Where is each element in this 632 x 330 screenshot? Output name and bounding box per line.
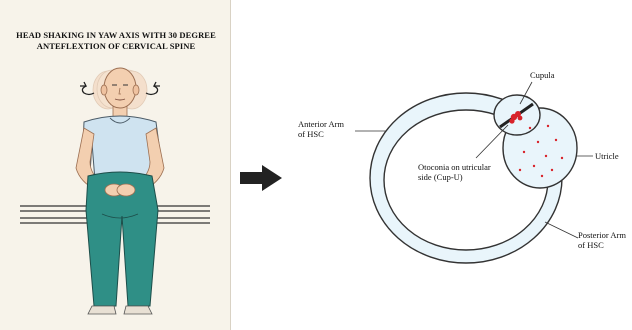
illustration-title: HEAD SHAKING IN YAW AXIS WITH 30 DEGREE … — [10, 30, 222, 52]
rotation-arrow-icon — [80, 81, 160, 96]
otoconia-leader — [475, 124, 509, 159]
label-utricle: Utricle — [595, 151, 619, 161]
label-cupula: Cupula — [530, 70, 555, 80]
left-shoe — [87, 305, 117, 315]
cupula-leader — [519, 81, 533, 105]
semicircular-canal-diagram — [355, 81, 593, 264]
posterior-arm-leader — [544, 221, 579, 239]
label-posterior-arm-line1: Posterior Arm — [578, 230, 626, 240]
label-anterior-arm-line1: Anterior Arm — [298, 119, 345, 129]
right-arrow-icon — [240, 165, 282, 191]
right-shoe — [123, 305, 153, 315]
otoconia-cluster — [509, 111, 523, 124]
title-line-1: HEAD SHAKING IN YAW AXIS WITH 30 DEGREE — [16, 30, 216, 40]
label-posterior-arm-line2: of HSC — [578, 240, 604, 250]
label-otoconia-line2: side (Cup-U) — [418, 172, 463, 182]
label-otoconia-line1: Otoconia on utricular — [418, 162, 491, 172]
utricle-otoconia — [518, 124, 564, 178]
label-anterior-arm-line2: of HSC — [298, 129, 324, 139]
title-line-2: ANTEFLEXTION OF CERVICAL SPINE — [36, 41, 196, 51]
patient-figure — [20, 67, 210, 315]
patient-head — [100, 67, 140, 109]
trousers — [85, 171, 159, 307]
